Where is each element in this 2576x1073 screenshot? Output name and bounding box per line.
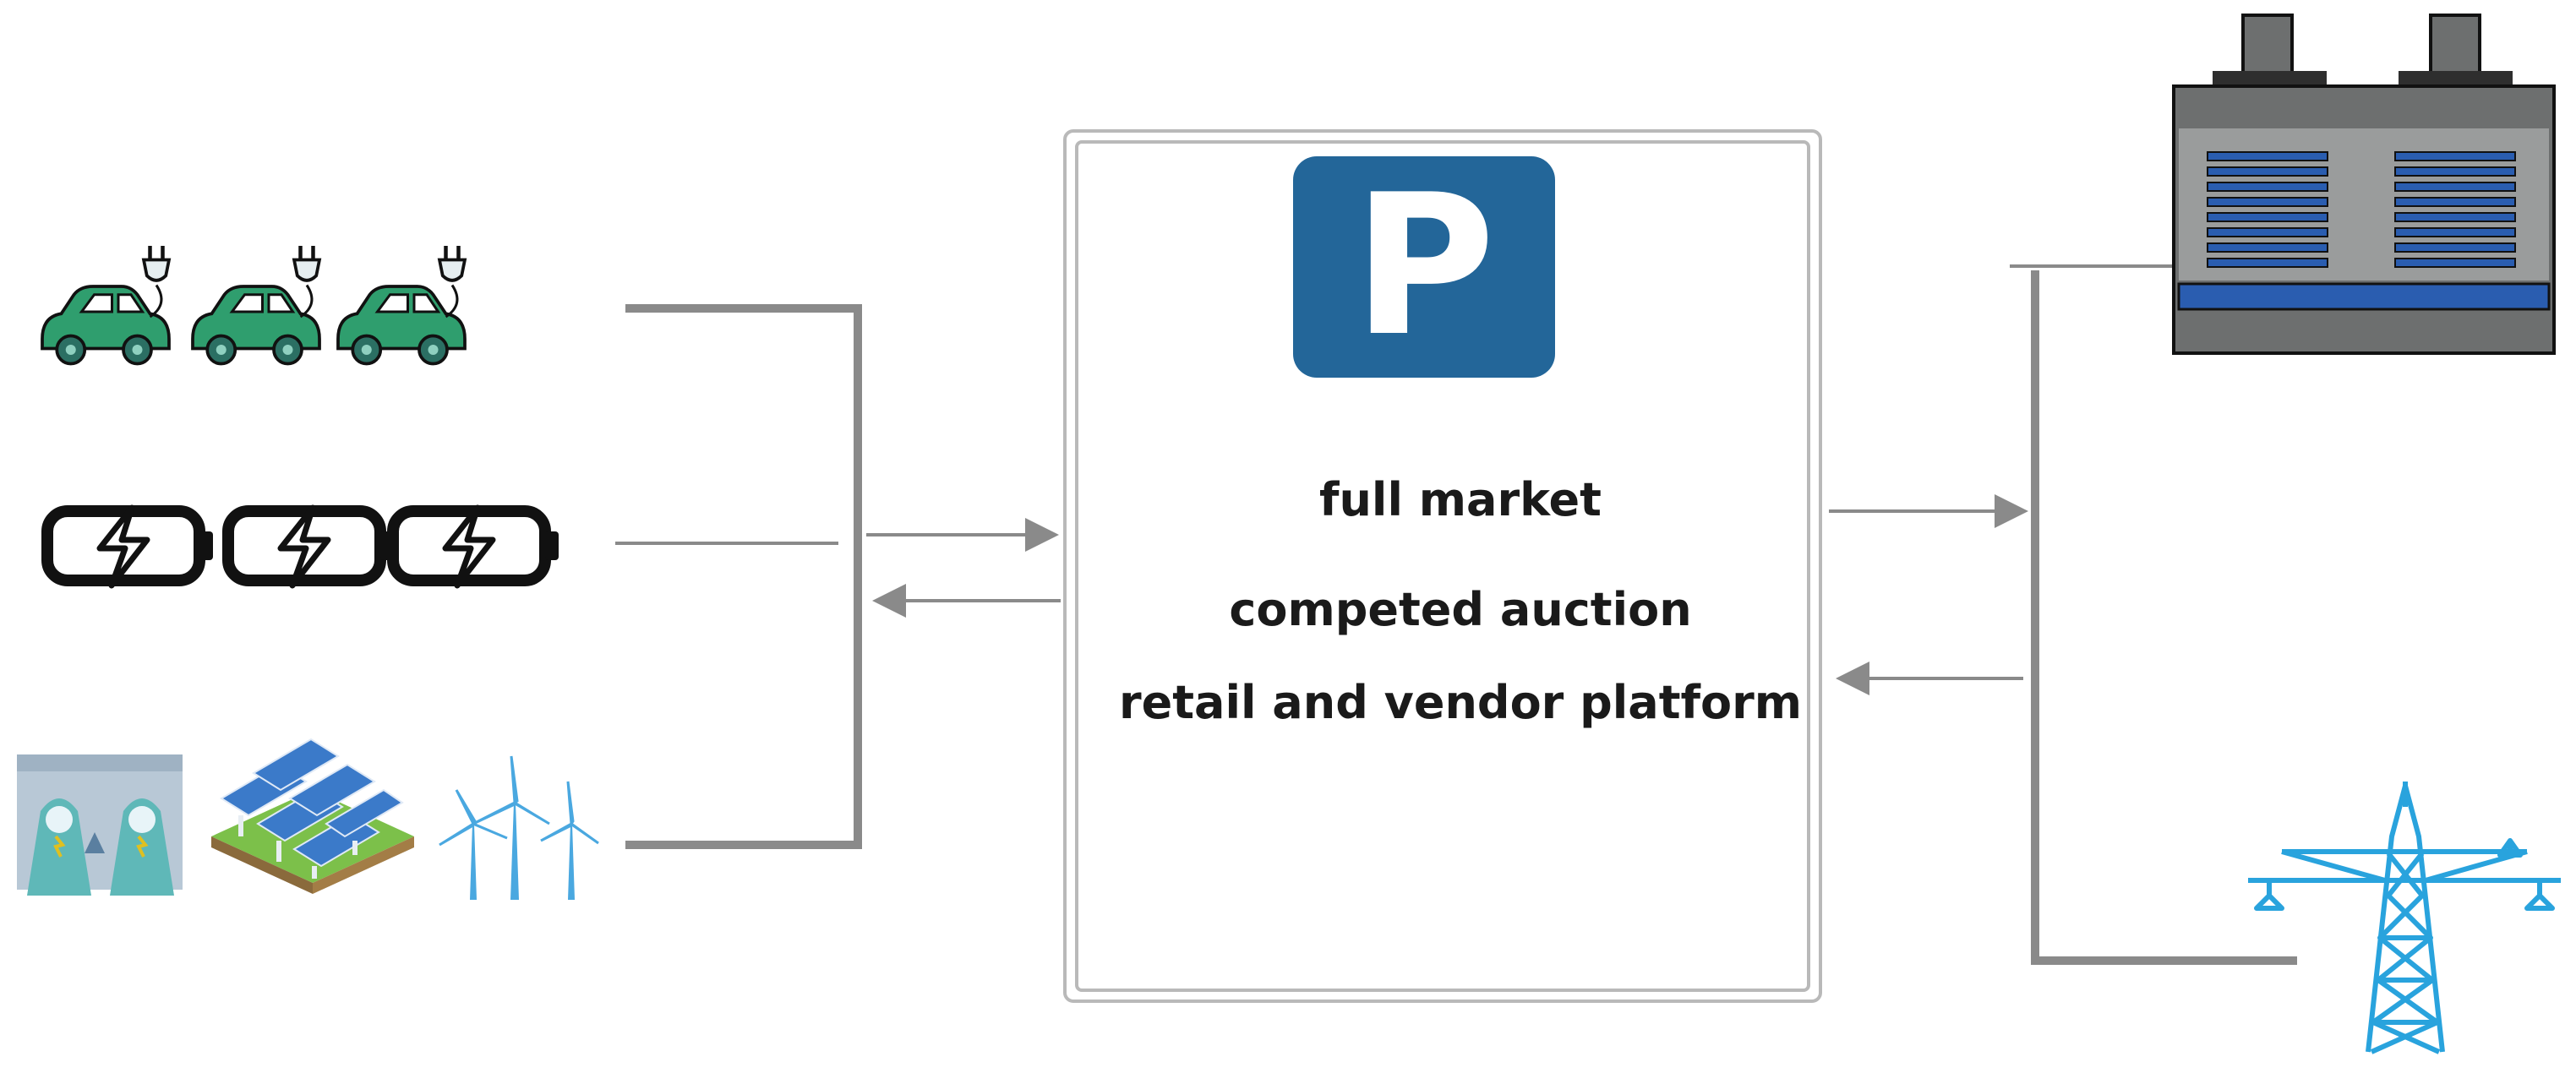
- ev-group: [42, 246, 465, 364]
- platform-line-competed-auction: competed auction: [1229, 583, 1692, 636]
- battery-charging-icon: [47, 508, 213, 586]
- ev-car-icon: [338, 246, 465, 364]
- battery-charging-icon: [228, 508, 394, 586]
- ev-car-icon: [193, 246, 319, 364]
- solar-farm-icon: [211, 738, 414, 894]
- renewables-group: [17, 738, 599, 900]
- battery-charging-icon: [393, 508, 559, 586]
- platform-line-retail-vendor: retail and vendor platform: [1118, 676, 1803, 729]
- platform-line-full-market: full market: [1319, 473, 1602, 526]
- wind-turbine-icon: [439, 755, 599, 900]
- right-connector: [1829, 264, 2297, 965]
- power-plant-icon: [2172, 14, 2556, 355]
- platform-logo-letter: P: [1352, 154, 1496, 379]
- platform-box: [1063, 129, 1822, 1003]
- left-connector: [615, 304, 1061, 849]
- platform-logo: [1293, 156, 1555, 378]
- transmission-tower-icon: [2248, 782, 2561, 1054]
- ev-car-icon: [42, 246, 169, 364]
- battery-group: [47, 508, 559, 586]
- hydro-plant-icon: [17, 754, 183, 896]
